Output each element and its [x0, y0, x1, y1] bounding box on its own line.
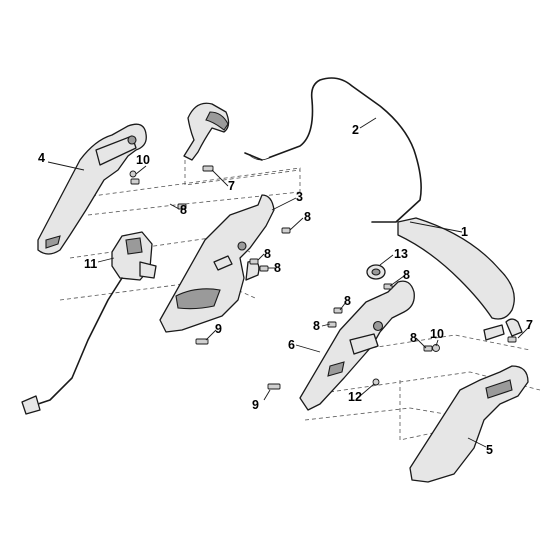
- wire-handle-bar: [244, 77, 422, 223]
- callout-10-left: 10: [136, 153, 150, 167]
- callout-6: 6: [288, 338, 295, 352]
- callout-1: 1: [461, 225, 468, 239]
- callout-11: 11: [84, 257, 97, 271]
- leader-lines: [47, 117, 531, 448]
- left-upper-cover: [37, 123, 147, 255]
- small-cap-part: [366, 264, 386, 280]
- callout-2: 2: [352, 123, 359, 137]
- callout-9-right: 9: [252, 398, 259, 412]
- callout-8-f: 8: [344, 294, 351, 308]
- upper-handle-tube: [397, 217, 523, 341]
- callout-8-a: 8: [180, 203, 187, 217]
- callout-9-left: 9: [215, 322, 222, 336]
- callout-13: 13: [394, 247, 408, 261]
- callout-4: 4: [38, 151, 45, 165]
- callout-5: 5: [486, 443, 493, 457]
- callout-8-e: 8: [403, 268, 410, 282]
- callout-7-right: 7: [526, 318, 533, 332]
- callout-8-b: 8: [304, 210, 311, 224]
- callout-8-g: 8: [313, 319, 320, 333]
- callout-3: 3: [296, 190, 303, 204]
- callout-8-h: 8: [410, 331, 417, 345]
- callout-7-left: 7: [228, 179, 235, 193]
- callout-8-c: 8: [264, 247, 271, 261]
- handle-bracket: [183, 102, 230, 161]
- callout-8-d: 8: [274, 261, 281, 275]
- switch-box-with-cable: [21, 231, 157, 415]
- right-upper-cover: [299, 280, 415, 411]
- callout-labels: 1 2 3 4 5 6 7 7 8 8 8 8 8 8 8 8 9 9 10 1…: [38, 123, 533, 457]
- callout-10-right: 10: [430, 327, 444, 341]
- right-lower-cover: [409, 365, 529, 483]
- callout-12: 12: [348, 390, 362, 404]
- fasteners: [129, 165, 517, 390]
